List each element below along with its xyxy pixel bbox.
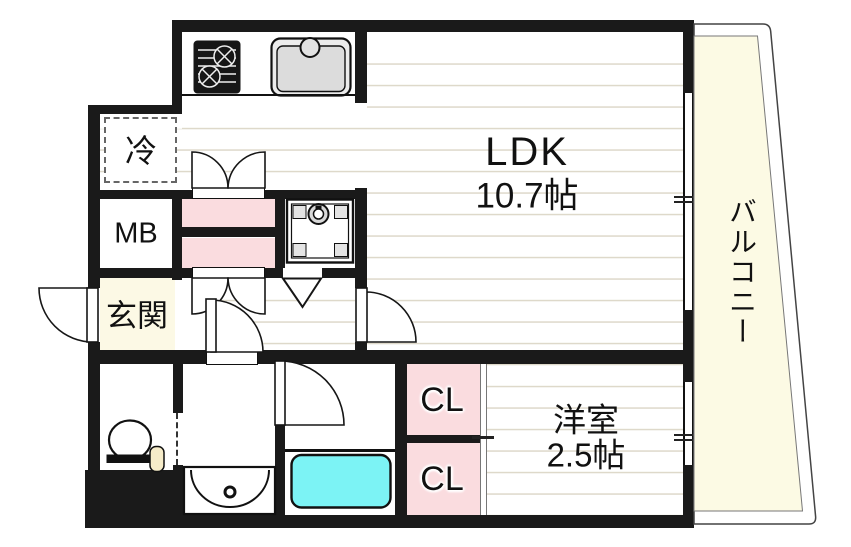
- wall: [88, 342, 100, 475]
- closet-sliding-door: [480, 364, 487, 515]
- wall: [275, 425, 285, 528]
- room-closet-lower: [407, 443, 480, 515]
- window-sash-mark: [674, 434, 702, 436]
- wall: [683, 310, 694, 382]
- window-sash-mark: [674, 196, 702, 198]
- label-western-room: 洋室: [553, 401, 619, 439]
- room-closet-upper: [407, 364, 480, 435]
- wall: [88, 268, 192, 278]
- label-closet-upper: CL: [420, 381, 464, 419]
- floor-ldk: [367, 32, 683, 352]
- wall: [172, 20, 694, 32]
- closet-shelf-lower: [182, 238, 275, 268]
- wall: [88, 105, 182, 114]
- wall: [88, 350, 207, 364]
- label-western-room-size: 2.5帖: [546, 436, 626, 474]
- bathtub: [285, 449, 395, 509]
- wall: [258, 350, 694, 364]
- wall: [88, 190, 192, 199]
- toilet-door-gap: [173, 413, 183, 465]
- entrance-step-line: [215, 278, 217, 350]
- closet-shelf-upper: [182, 198, 275, 227]
- room-meter-box: [100, 198, 172, 268]
- wall: [683, 465, 694, 528]
- label-entrance: 玄関: [106, 298, 168, 334]
- window-sash-mark: [674, 201, 702, 203]
- label-ldk: LDK: [485, 130, 569, 174]
- wall: [173, 465, 183, 478]
- floor-western-room: [487, 364, 694, 515]
- toilet: [106, 419, 165, 473]
- wall: [395, 435, 482, 443]
- refrigerator-space: [104, 117, 177, 183]
- washbasin: [182, 465, 277, 516]
- bathroom-door-opening: [275, 364, 285, 425]
- floor-kitchen: [182, 95, 367, 198]
- gas-stove: [193, 40, 241, 94]
- washroom-door-sill: [206, 349, 258, 365]
- toilet-accordion-door: [176, 413, 178, 465]
- wall: [265, 268, 283, 278]
- wall: [275, 195, 285, 270]
- wall: [355, 188, 367, 288]
- folding-door-opening: [283, 268, 322, 278]
- wall: [85, 515, 694, 528]
- bathroom-door-swing: [279, 360, 345, 426]
- wall: [173, 364, 183, 413]
- floor-corridor: [215, 278, 367, 352]
- wall: [683, 20, 694, 93]
- ldk-door-opening: [355, 288, 367, 342]
- window-western-room: [683, 382, 694, 465]
- closet-door-sill: [192, 187, 265, 199]
- label-refrigerator: 冷: [124, 133, 158, 169]
- wall: [322, 268, 367, 278]
- kitchen-sink: [270, 37, 352, 97]
- wall: [175, 227, 278, 237]
- wall: [355, 20, 367, 103]
- wall: [172, 20, 182, 113]
- entrance-door-swing: [38, 287, 94, 343]
- closet-door-sill: [192, 267, 265, 279]
- entrance-door-opening: [88, 288, 100, 342]
- room-entrance: [100, 278, 175, 350]
- wall: [265, 190, 367, 199]
- label-balcony: バルコニー: [726, 197, 757, 347]
- label-meter-box: MB: [114, 217, 158, 250]
- label-closet-lower: CL: [420, 460, 464, 498]
- label-ldk-size: 10.7帖: [475, 176, 579, 216]
- sliding-door-mark: [472, 436, 494, 439]
- washing-machine-pan: [285, 198, 355, 264]
- window-sash-mark: [674, 439, 702, 441]
